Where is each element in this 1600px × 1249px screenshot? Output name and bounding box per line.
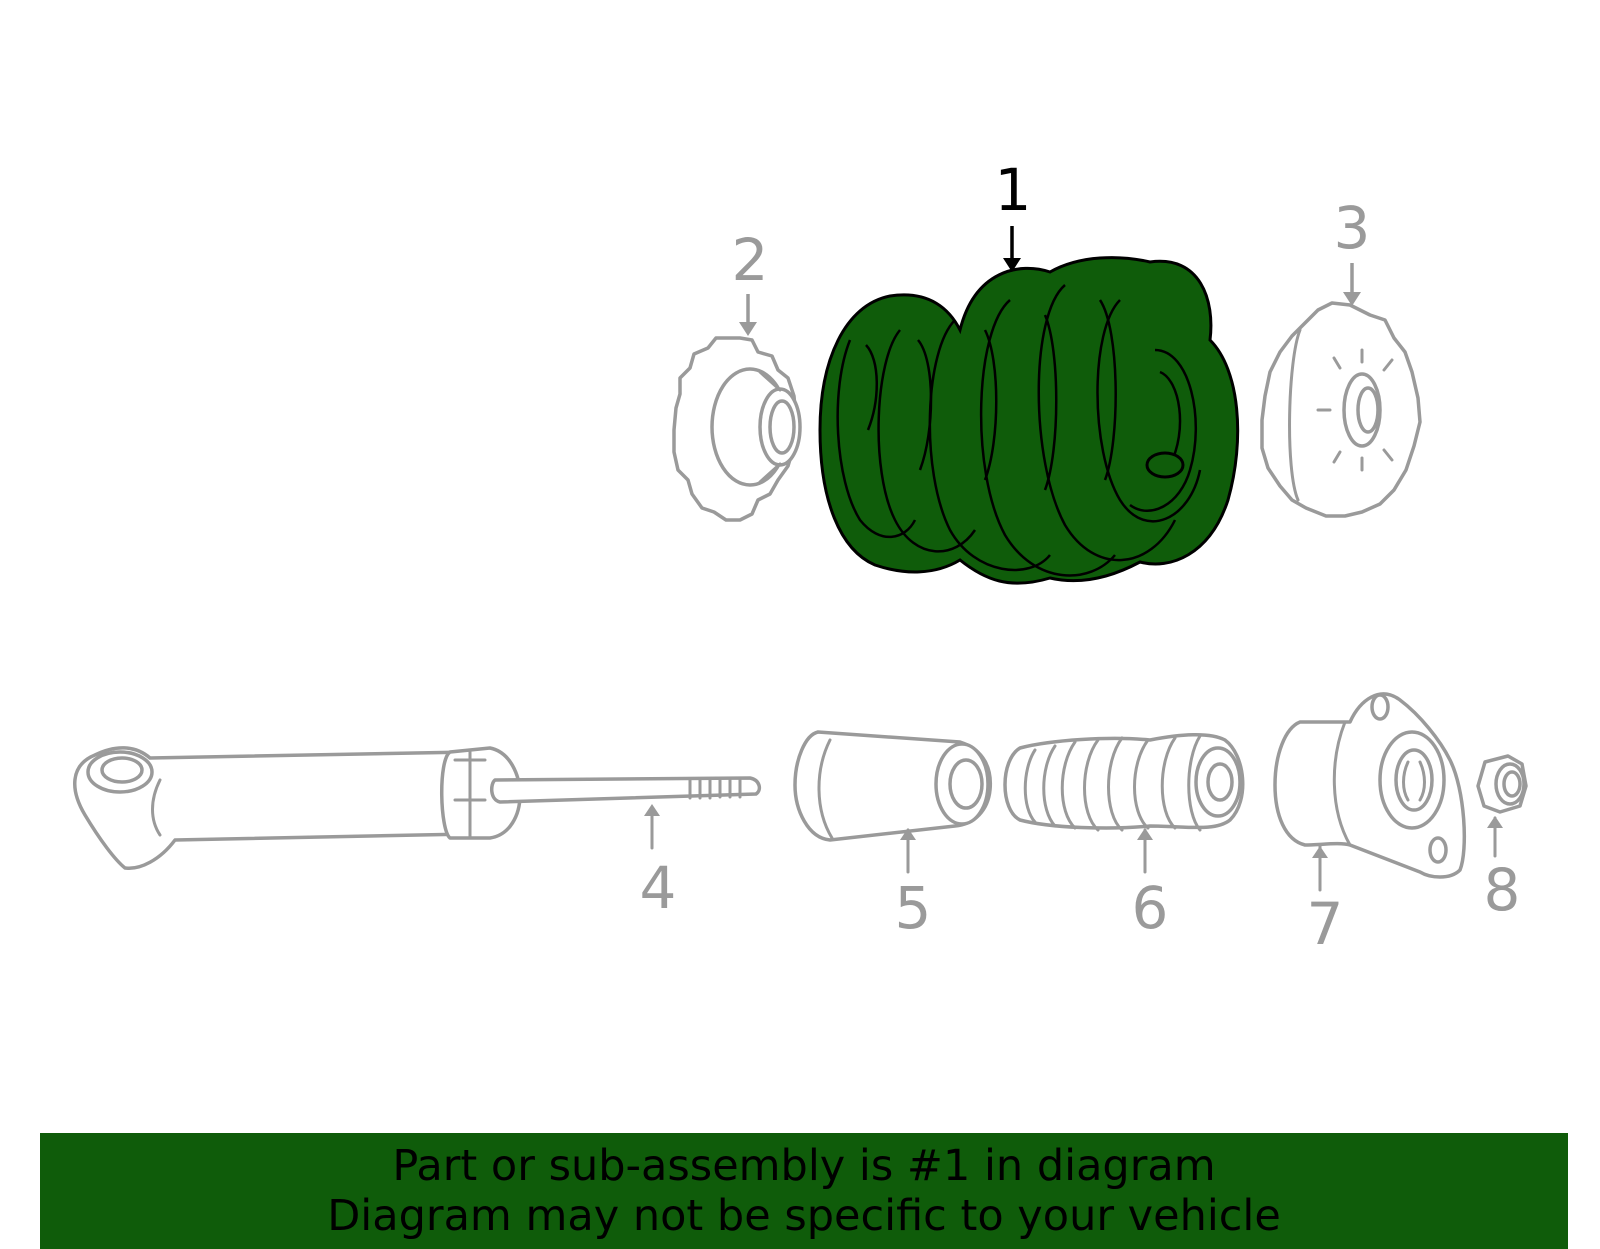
callout-4-label[interactable]: 4 (640, 854, 677, 922)
info-banner: Part or sub-assembly is #1 in diagram Di… (40, 1133, 1568, 1249)
callout-3-arrow (1343, 263, 1361, 306)
callout-2-arrow (739, 294, 757, 336)
part-5-dust-boot[interactable] (793, 730, 993, 874)
banner-line-2: Diagram may not be specific to your vehi… (327, 1191, 1281, 1241)
part-8-nut[interactable] (1476, 754, 1528, 858)
part-1-coil-spring[interactable] (818, 256, 1240, 585)
part-7-strut-mount[interactable] (1273, 692, 1467, 892)
part-3-spring-seat[interactable] (1260, 301, 1422, 518)
callout-1-label[interactable]: 1 (995, 156, 1032, 224)
part-4-shock-absorber[interactable] (73, 746, 762, 870)
part-6-bump-stop[interactable] (1003, 732, 1245, 874)
callout-2-label[interactable]: 2 (732, 226, 769, 294)
callout-1-arrow (1003, 226, 1021, 272)
callout-6-label[interactable]: 6 (1132, 874, 1169, 942)
callout-8-label[interactable]: 8 (1484, 856, 1521, 924)
banner-line-1: Part or sub-assembly is #1 in diagram (392, 1141, 1216, 1191)
callout-3-label[interactable]: 3 (1334, 194, 1371, 262)
callout-5-label[interactable]: 5 (895, 874, 932, 942)
callout-7-label[interactable]: 7 (1307, 890, 1344, 958)
part-2-spring-seat[interactable] (672, 336, 802, 522)
